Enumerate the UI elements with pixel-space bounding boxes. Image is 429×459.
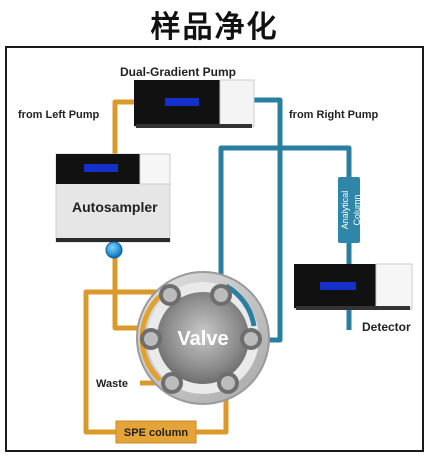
valve	[136, 271, 270, 405]
spe-column	[115, 420, 197, 444]
valve-port-top-left	[159, 284, 181, 306]
valve-to-column-line	[218, 145, 352, 292]
analytical-column-label-line1: Analytical	[340, 191, 350, 230]
waste-label: Waste	[96, 378, 128, 390]
valve-port-bottom-right	[217, 372, 239, 394]
valve-port-left	[140, 328, 162, 350]
diagram-title: 样品净化	[150, 10, 279, 45]
detector-label: Detector	[362, 320, 411, 334]
spe-column-label: SPE column	[124, 427, 188, 439]
analytical-column-label: Analytical Column	[340, 191, 362, 230]
autosampler-label: Autosampler	[72, 199, 158, 215]
dual-gradient-pump-label: Dual-Gradient Pump	[120, 65, 236, 79]
from-left-pump-label: from Left Pump	[18, 109, 100, 121]
pump-display	[165, 98, 199, 106]
from-right-pump-label: from Right Pump	[289, 109, 378, 121]
autosampler	[55, 153, 171, 243]
dual-gradient-pump	[134, 79, 255, 128]
valve-port-bottom-left	[161, 372, 183, 394]
valve-blue-arc	[224, 283, 257, 327]
loop-to-spe-line	[83, 289, 163, 435]
valve-port-top-right	[210, 284, 232, 306]
analytical-column	[338, 177, 360, 243]
injector-port	[105, 241, 123, 259]
valve-ports	[140, 284, 262, 394]
detector	[294, 263, 413, 310]
valve-label: Valve	[177, 328, 228, 350]
valve-port-right	[240, 328, 262, 350]
analytical-column-label-line2: Column	[352, 194, 362, 225]
autosampler-display	[84, 164, 118, 172]
detector-display	[320, 282, 356, 290]
